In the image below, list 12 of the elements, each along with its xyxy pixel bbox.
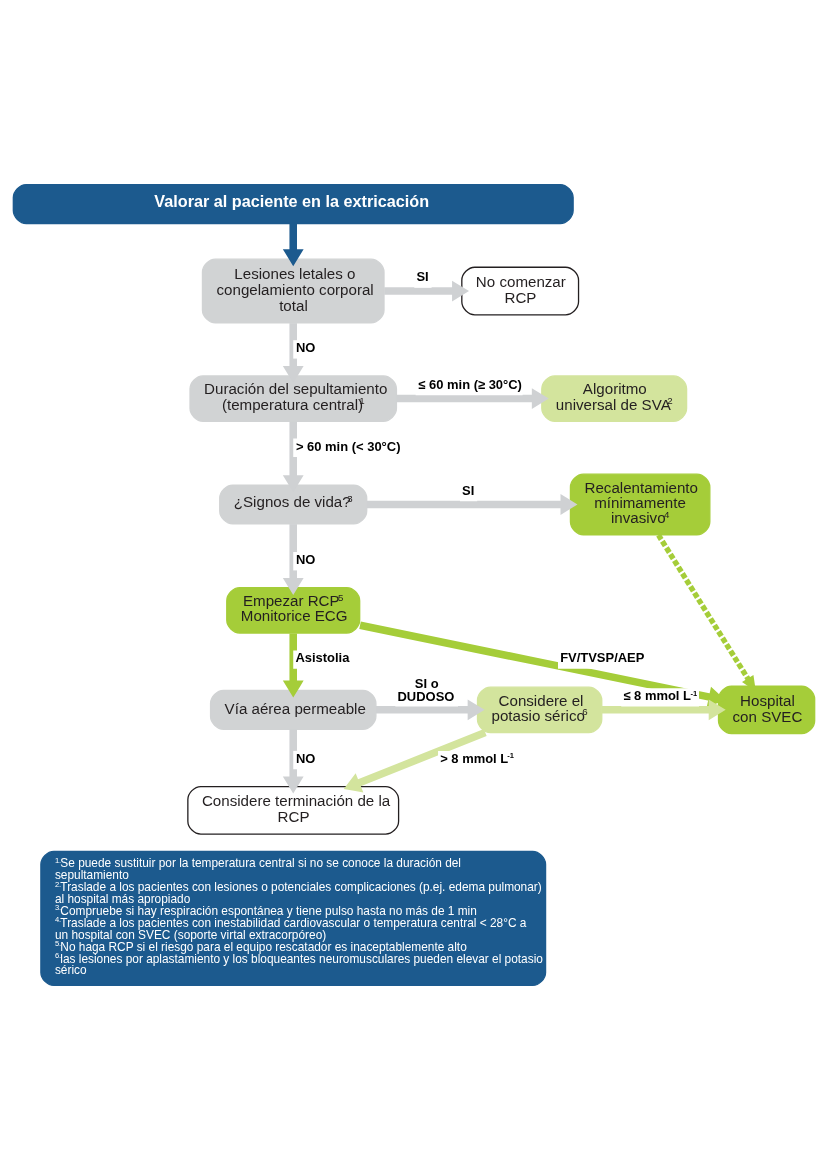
edge-label: FV/TVSP/AEP (559, 649, 644, 665)
edge-label: > 8 mmol L$^{-1}$ (439, 750, 514, 766)
edge-label: > 60 min (< 30°C) (295, 438, 400, 454)
edge-label: NO (295, 551, 315, 567)
edge-label: SI o DUDOSO (397, 675, 454, 704)
edge-label: ≤ 60 min (≥ 30°C) (417, 376, 522, 392)
edge-label: NO (295, 339, 315, 355)
edge-label: SI (415, 268, 429, 284)
edge-label: SI (461, 482, 474, 498)
edge-label: Asistolia (294, 649, 349, 665)
edge-label: NO (295, 750, 315, 766)
edge-label: ≤ 8 mmol L$^{-1}$ (622, 687, 697, 703)
